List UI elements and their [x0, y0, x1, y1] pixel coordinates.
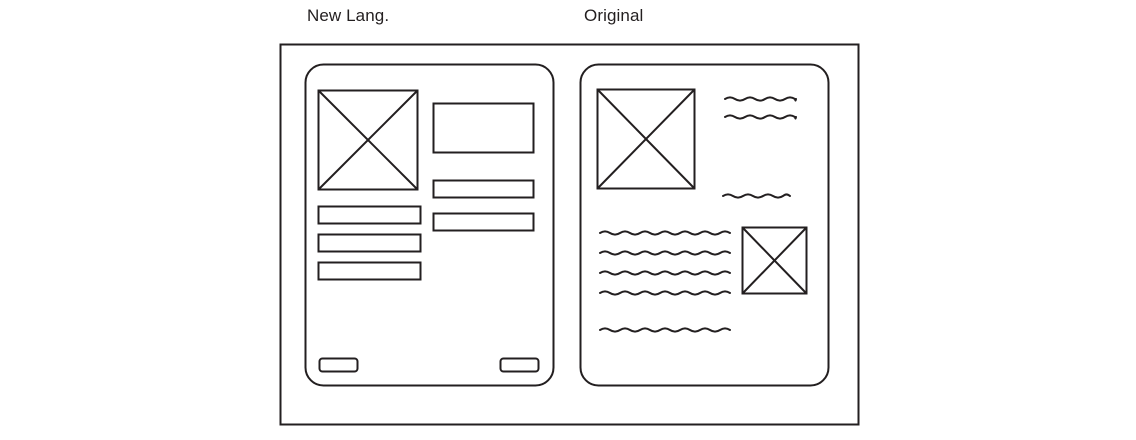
right-top-text-line-1 [724, 96, 797, 102]
left-bar-2 [317, 233, 422, 253]
right-body-text-line-2 [599, 250, 731, 256]
right-body-text-line-4 [599, 290, 731, 296]
outer-frame [279, 43, 860, 426]
right-hero-image-border [596, 88, 696, 190]
panel-label-new-lang: New Lang. [307, 6, 390, 25]
right-hero-image-diagonal-up [596, 88, 696, 190]
left-right-bar-2 [432, 212, 535, 232]
right-body-text-line-3 [599, 270, 731, 276]
left-footer-button-start[interactable] [318, 357, 359, 373]
left-bar-3 [317, 261, 422, 281]
right-mid-text-line [722, 193, 791, 199]
right-hero-image-image-icon [596, 88, 696, 190]
right-body-text-line-1 [599, 230, 731, 236]
left-large-block [432, 102, 535, 154]
left-bar-1 [317, 205, 422, 225]
left-hero-image-border [317, 89, 419, 191]
right-secondary-image-diagonal-up [741, 226, 808, 295]
original-panel-outline [579, 63, 830, 387]
left-right-bar-1 [432, 179, 535, 199]
right-top-text-line-2 [724, 114, 797, 120]
left-footer-button-end[interactable] [499, 357, 540, 373]
original-panel [579, 63, 830, 387]
panel-label-original: Original [584, 6, 644, 25]
left-hero-image-diagonal-up [317, 89, 419, 191]
new-lang-panel-outline [304, 63, 555, 387]
left-hero-image-image-icon [317, 89, 419, 191]
new-lang-panel [304, 63, 555, 387]
right-secondary-image-border [741, 226, 808, 295]
right-secondary-image-image-icon [741, 226, 808, 295]
right-body-text-line-5 [599, 327, 731, 333]
